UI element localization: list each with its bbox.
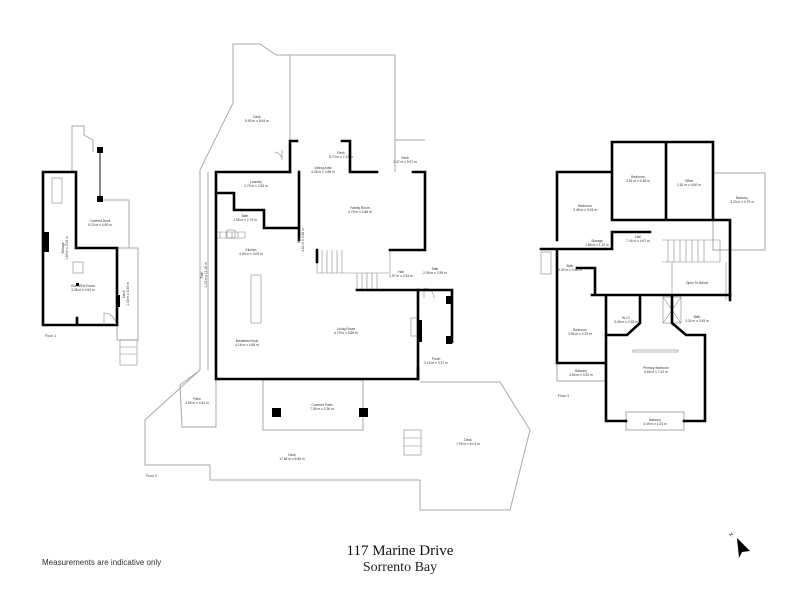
north-arrow-icon: N: [728, 531, 750, 558]
room-label: Open To Below: [686, 281, 709, 285]
floor-1-label: Floor 1: [45, 334, 56, 338]
room-label: Path1.10 m x 12.16 m: [200, 262, 208, 288]
floor-3-label: Floor 3: [558, 394, 569, 398]
disclaimer-note: Measurements are indicative only: [42, 558, 162, 567]
property-title: 117 Marine Drive: [346, 543, 454, 559]
room-label: Storage1.60 m x 10.6 m: [61, 236, 69, 260]
property-subtitle: Sorrento Bay: [362, 560, 438, 575]
floor-2-label: Floor 2: [146, 474, 157, 478]
svg-text:N: N: [728, 531, 735, 538]
room-label: Deck1.40 m x 5.30 m: [122, 282, 130, 306]
room-label: Hall4.81 m x 3.58 m: [297, 228, 305, 252]
